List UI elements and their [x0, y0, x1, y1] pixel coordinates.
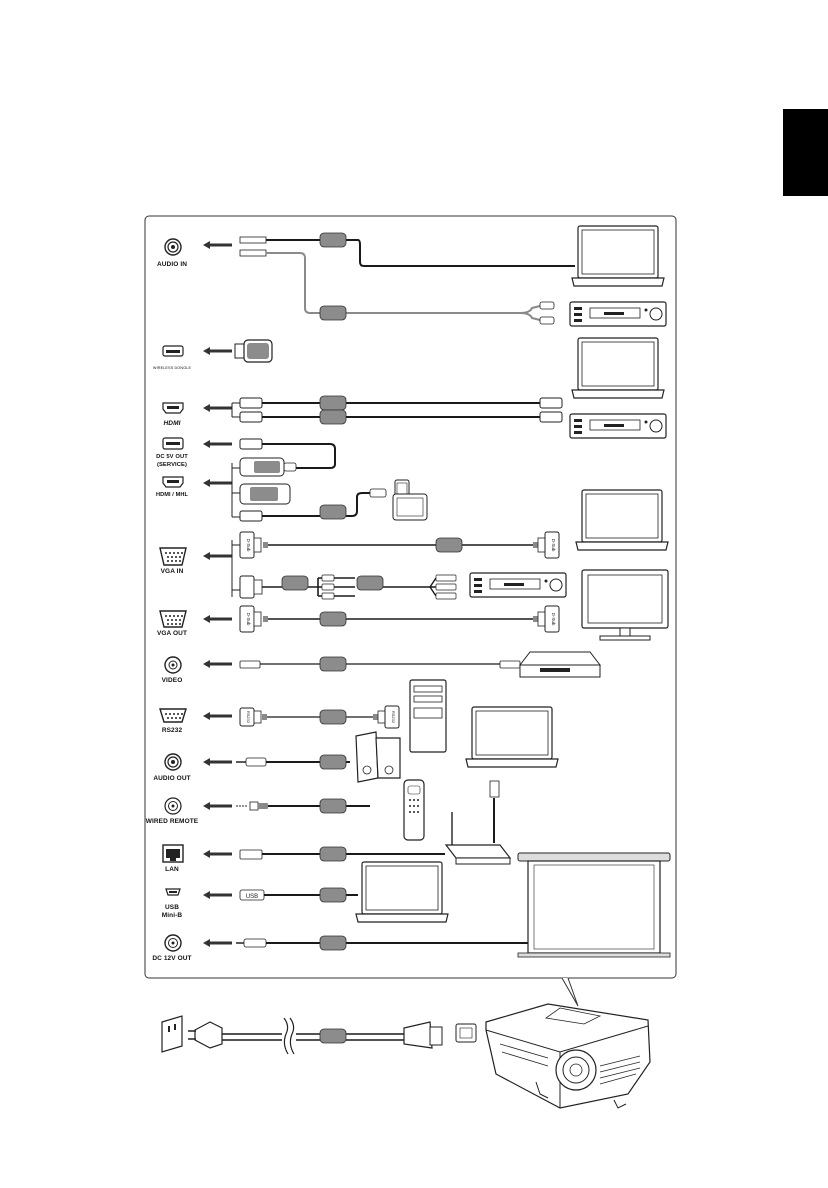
pc-tower-icon	[409, 679, 447, 753]
laptop-icon-vga	[575, 489, 669, 551]
lan-port-icon	[162, 844, 184, 863]
port-label-video: VIDEO	[161, 677, 183, 684]
language-tab	[783, 109, 828, 196]
port-label-usb-mini-b: USB Mini-B	[161, 904, 183, 919]
svg-text:RS232: RS232	[391, 711, 396, 724]
port-label-wireless-dongle: WIRELESS DONGLE	[152, 366, 192, 370]
vga-port-icon	[159, 547, 187, 566]
audio-jack-icon	[164, 238, 182, 256]
vcr-icon	[518, 651, 602, 678]
router-icon	[444, 780, 512, 865]
laptop-icon	[571, 225, 665, 287]
vga-out-port-icon	[159, 610, 187, 628]
hdmi-mhl-port-icon	[162, 476, 184, 488]
usb-port-icon-dc5v	[162, 437, 184, 450]
lan-cable	[239, 846, 445, 862]
diagram-frame	[144, 215, 677, 979]
laptop-icon-usb	[355, 861, 449, 923]
port-label-hdmi: HDMI	[163, 420, 181, 427]
port-label-hdmi-mhl: HDMI / MHL	[155, 492, 189, 498]
laptop-icon-rs232	[465, 706, 559, 768]
mini-usb-port-icon	[165, 888, 181, 896]
vga-in-cables: D-Sub D-Sub	[231, 531, 560, 600]
svg-text:D-Sub: D-Sub	[246, 613, 251, 626]
audio-out-jack-icon	[164, 753, 182, 771]
audio-cable	[239, 232, 575, 325]
mhl-cables	[231, 438, 387, 522]
port-label-vga-out: VGA OUT	[156, 630, 188, 637]
arrows	[201, 239, 234, 949]
tablet-icon	[392, 493, 428, 521]
wall-outlet-icon	[161, 1015, 183, 1053]
dsub-text: D-Sub	[246, 539, 251, 552]
remote-control-icon	[403, 779, 425, 841]
port-label-lan: LAN	[165, 866, 179, 873]
projection-screen-icon	[517, 852, 671, 958]
port-label-rs232: RS232	[161, 727, 183, 734]
monitor-icon	[581, 569, 669, 641]
dvd-player-icon-vga	[469, 572, 567, 598]
port-label-wired-remote: WIRED REMOTE	[145, 818, 199, 825]
power-plug-icon	[188, 1021, 223, 1049]
wired-remote-jack-icon	[164, 797, 182, 815]
video-cable	[239, 656, 521, 672]
speakers-icon	[355, 731, 401, 783]
usb-cable: USB	[239, 887, 358, 903]
laptop-icon-hdmi	[571, 337, 665, 399]
hdmi-port-icon	[162, 402, 184, 414]
serial-port-icon	[159, 708, 187, 723]
power-cable	[222, 1017, 477, 1055]
svg-text:D-Sub: D-Sub	[551, 613, 556, 626]
projector-icon	[485, 1003, 651, 1109]
svg-text:RS232: RS232	[246, 711, 251, 724]
wired-remote-cable	[236, 798, 370, 814]
rca-port-icon	[164, 656, 182, 674]
dvd-player-icon	[569, 301, 667, 327]
dc-jack-icon	[164, 934, 182, 952]
port-label-vga-in: VGA IN	[160, 568, 184, 575]
audio-out-cable	[236, 754, 350, 770]
rs232-cable: RS232 RS232	[239, 705, 400, 729]
svg-text:D-Sub: D-Sub	[551, 539, 556, 552]
svg-text:USB: USB	[246, 894, 258, 900]
vga-out-cable: D-Sub D-Sub	[239, 605, 560, 633]
wireless-dongle-icon	[234, 339, 273, 363]
port-label-dc5v: DC 5V OUT (SERVICE)	[156, 454, 188, 468]
port-label-audio-out: AUDIO OUT	[153, 775, 191, 782]
dc12v-cable	[236, 935, 528, 951]
usb-port-icon	[162, 345, 184, 357]
port-label-audio-in: AUDIO IN	[156, 261, 188, 268]
dvd-player-icon-hdmi	[569, 413, 667, 439]
port-label-dc12v: DC 12V OUT	[152, 955, 192, 962]
hdmi-cables	[231, 395, 563, 425]
